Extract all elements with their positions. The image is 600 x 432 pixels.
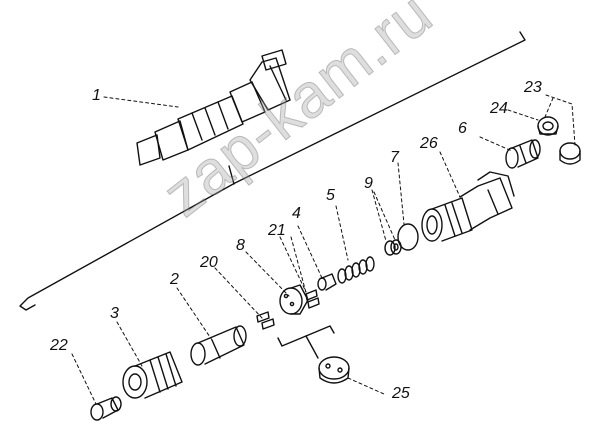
part-9-washers xyxy=(384,239,402,256)
part-2-needle-body xyxy=(190,325,247,366)
part-21-pins xyxy=(305,289,320,309)
part-23-cap xyxy=(559,142,581,165)
label-21: 21 xyxy=(268,222,286,239)
assembly-bracket xyxy=(19,31,526,311)
part-8-spacer xyxy=(279,284,309,315)
label-5: 5 xyxy=(326,187,335,204)
label-1: 1 xyxy=(92,87,101,104)
leader-lines xyxy=(71,94,576,405)
label-25: 25 xyxy=(392,385,410,402)
label-4: 4 xyxy=(292,205,301,222)
part-22-nozzle-tip xyxy=(90,396,122,421)
label-9: 9 xyxy=(364,175,373,192)
part-6-fitting xyxy=(505,139,541,169)
part-3-nozzle-nut xyxy=(122,351,183,399)
part-25-cap xyxy=(277,325,350,384)
part-20-pins xyxy=(256,311,275,330)
label-6: 6 xyxy=(458,120,467,137)
label-2: 2 xyxy=(170,271,179,288)
label-7: 7 xyxy=(390,149,399,166)
part-26-holder-body xyxy=(421,171,515,242)
label-26: 26 xyxy=(420,135,438,152)
bracket-leader xyxy=(228,165,235,185)
part-24-nut xyxy=(537,116,559,136)
part-1-injector-assembly xyxy=(136,49,291,166)
part-5-spring xyxy=(337,256,375,284)
part-7-o-ring xyxy=(397,223,419,251)
label-23: 23 xyxy=(524,79,542,96)
part-4-pin xyxy=(317,273,337,291)
label-24: 24 xyxy=(490,100,508,117)
label-20: 20 xyxy=(200,254,218,271)
label-22: 22 xyxy=(50,337,68,354)
label-3: 3 xyxy=(110,305,119,322)
label-8: 8 xyxy=(236,237,245,254)
